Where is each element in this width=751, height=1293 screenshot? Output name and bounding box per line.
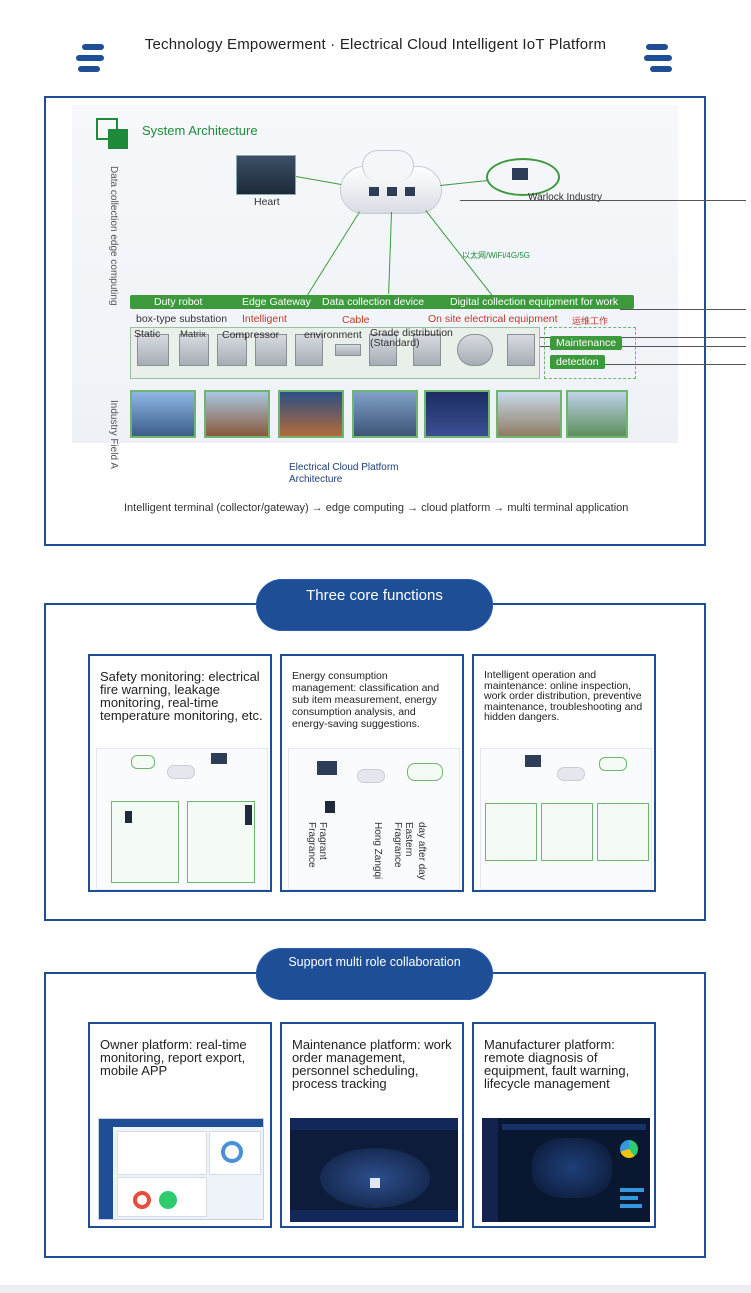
detection-button: detection: [550, 355, 605, 369]
callout-line: [620, 309, 746, 310]
maintenance-button: Maintenance: [550, 336, 623, 350]
role-card-text: Owner platform: real-time monitoring, re…: [100, 1037, 247, 1078]
role-card-text: Maintenance platform: work order managem…: [292, 1037, 452, 1091]
box-substation-label: box-type substation: [136, 313, 228, 325]
menu-bars-left-icon: [76, 44, 106, 78]
callout-line: [520, 346, 746, 347]
heart-screen-image: [236, 155, 296, 195]
energy-vertical-label: Hong Zangqi: [372, 822, 383, 880]
onsite-label: On site electrical equipment: [428, 313, 558, 325]
architecture-caption: Electrical Cloud Platform Architecture: [289, 462, 398, 486]
industry-photo: [566, 390, 628, 438]
industry-photo: [204, 390, 270, 438]
green-bar-item: Duty robot: [154, 296, 203, 308]
green-bar-item: Edge Gateway: [242, 296, 311, 308]
warlock-label: Warlock Industry: [528, 192, 603, 203]
flow-text: Intelligent terminal (collector/gateway)…: [124, 502, 629, 514]
roles-pill: Support multi role collaboration: [256, 948, 493, 1000]
industry-photo: [424, 390, 490, 438]
energy-diagram: [288, 748, 460, 890]
architecture-title: System Architecture: [142, 123, 258, 138]
work-cn-label: 运维工作: [572, 316, 609, 326]
core-card-energy: Energy consumption management: classific…: [280, 654, 464, 892]
left-vertical-label: Data collection edge computing: [108, 166, 119, 306]
core-functions-pill: Three core functions: [256, 579, 493, 631]
footer-divider: [0, 1285, 751, 1293]
section-logo-fill: [108, 129, 128, 149]
industry-photo: [352, 390, 418, 438]
energy-vertical-label: Fragrant Fragrance: [306, 822, 328, 868]
green-bar-item: Data collection device: [322, 296, 425, 308]
core-card-safety: Safety monitoring: electrical fire warni…: [88, 654, 272, 892]
role-card-manufacturer: Manufacturer platform: remote diagnosis …: [472, 1022, 656, 1228]
maintenance-box: [544, 327, 636, 379]
matrix-label: Matrix: [180, 329, 206, 340]
caption-line-1: Electrical Cloud Platform: [289, 462, 399, 473]
compressor-label: Compressor: [222, 329, 280, 341]
heart-label: Heart: [254, 196, 280, 208]
maintenance-platform-screenshot: [290, 1118, 458, 1222]
static-label: Static: [134, 328, 161, 340]
green-bar-item: Digital collection equipment for work: [450, 296, 619, 308]
callout-line: [560, 364, 746, 365]
page-title: Technology Empowerment · Electrical Clou…: [144, 36, 607, 53]
device-layer-bar: Duty robot Edge Gateway Data collection …: [130, 295, 634, 309]
manufacturer-platform-screenshot: [482, 1118, 650, 1222]
role-card-maintenance: Maintenance platform: work order managem…: [280, 1022, 464, 1228]
role-card-owner: Owner platform: real-time monitoring, re…: [88, 1022, 272, 1228]
industry-photo: [496, 390, 562, 438]
industry-photo: [130, 390, 196, 438]
intelligent-label: Intelligent: [242, 313, 287, 325]
warlock-monitor-icon: [512, 168, 528, 180]
owner-platform-screenshot: [98, 1118, 264, 1220]
energy-vertical-label: day after day: [416, 822, 427, 880]
menu-bars-right-icon: [644, 44, 674, 78]
cable-label: Cable: [342, 314, 370, 326]
environment-label: environment: [304, 329, 362, 341]
warlock-ring: [486, 158, 560, 196]
safety-diagram: [96, 748, 268, 890]
operation-diagram: [480, 748, 652, 890]
caption-line-2: Architecture: [289, 474, 343, 485]
role-card-text: Manufacturer platform: remote diagnosis …: [484, 1037, 630, 1091]
network-label: 以太网/WiFi/4G/5G: [462, 251, 531, 260]
grade-distribution-label: Grade distribution (Standard): [370, 327, 453, 349]
industry-field-label: Industry Field A: [108, 400, 119, 469]
core-card-text: Safety monitoring: electrical fire warni…: [100, 669, 263, 723]
industry-photo: [278, 390, 344, 438]
core-card-operation: Intelligent operation and maintenance: o…: [472, 654, 656, 892]
core-card-text: Energy consumption management: classific…: [292, 670, 440, 730]
cloud-top-shape: [362, 150, 414, 181]
energy-vertical-label: Eastern Fragrance: [392, 822, 414, 868]
callout-line: [460, 200, 746, 201]
equipment-strip: [130, 327, 540, 379]
core-card-text: Intelligent operation and maintenance: o…: [484, 669, 643, 723]
